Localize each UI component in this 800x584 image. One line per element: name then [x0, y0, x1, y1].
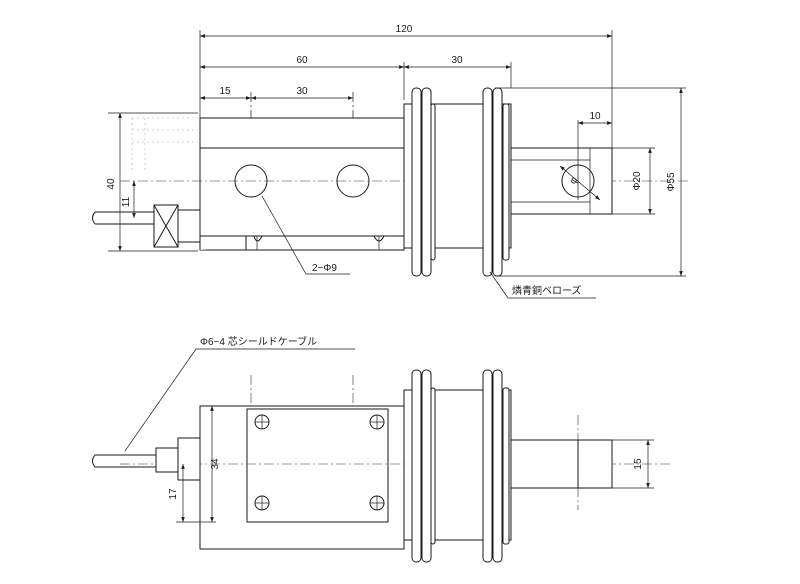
dim-34-label: 34	[210, 458, 221, 470]
cable-note: Φ6−4 芯シールドケーブル	[200, 335, 317, 348]
dim-30b-label: 30	[296, 86, 308, 97]
dim-120-label: 120	[396, 24, 413, 35]
body-main-block	[199, 147, 405, 251]
holes-note: 2−Φ9	[312, 263, 337, 274]
side-tip	[577, 439, 613, 489]
dim-phi20-label: Φ20	[632, 171, 643, 191]
dim-15-label: 15	[219, 86, 231, 97]
side-view: Φ6−4 芯シールドケーブル 34 17	[92, 335, 670, 563]
side-tip-neck	[510, 439, 579, 489]
dim-10-label: 10	[589, 111, 601, 122]
dim-phi55-label: Φ55	[666, 172, 677, 192]
side-body	[199, 405, 405, 550]
dim-15-side-label: 15	[633, 458, 644, 470]
bellows-note: 燐青銅ベローズ	[512, 284, 582, 297]
dim-11-label: 11	[121, 196, 132, 207]
cable-leader	[124, 348, 355, 452]
dim-17-label: 17	[168, 488, 179, 500]
bellows-leader	[489, 271, 596, 299]
bellows-rings-left	[411, 87, 436, 277]
dim-30-label: 30	[451, 55, 463, 66]
top-view: 120 60 30 15 30	[92, 24, 690, 299]
holes-leader	[261, 195, 350, 275]
bellows-rings-right	[482, 87, 510, 277]
side-cover-plate	[246, 408, 389, 523]
tip-hole-label: φ	[567, 175, 580, 187]
dim-40-label: 40	[106, 178, 117, 190]
dim-60-label: 60	[296, 55, 308, 66]
body-top-section	[199, 117, 405, 149]
